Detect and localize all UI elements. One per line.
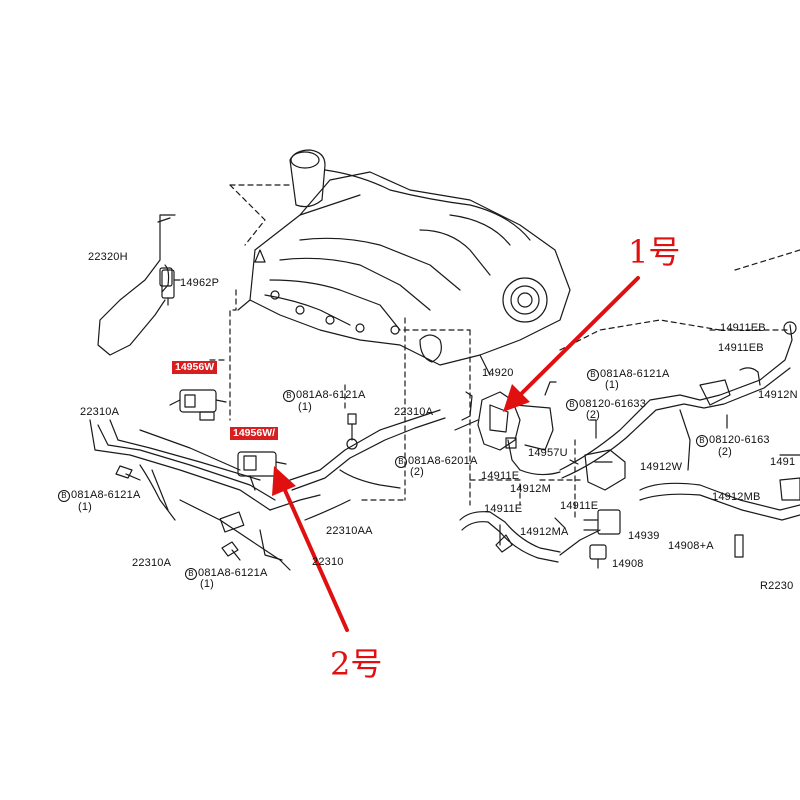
purge-valve-1 [454,391,561,476]
label-14912N: 14912N [758,389,798,401]
label-14912M: 14912M [510,483,551,495]
highlight-label-14956W-upper: 14956W [172,361,218,374]
label-22310AA: 22310AA [326,525,373,537]
label-14911E-c: 14911E [560,500,599,512]
bolt-symbol: B [696,435,708,447]
bolts-left [115,413,358,561]
label-14911E-b: 14911E [484,503,523,515]
bolt-qty-r2: (2) [586,409,601,421]
highlight-label-14956W-lower: 14956W/ [230,427,279,440]
bolt-symbol: B [395,456,407,468]
label-14911E-a: 14911E [481,470,520,482]
label-22320H: 22320H [88,251,128,263]
bolt-qty-left: (1) [78,501,93,513]
right-brackets [495,321,800,569]
bolt-symbol: B [587,369,599,381]
callout-arrow-2 [272,466,349,632]
label-14920: 14920 [482,367,514,379]
label-ref-code: R2230 [760,580,794,592]
label-14962P: 14962P [180,277,220,289]
bolt-qty-mid: (1) [298,401,313,413]
bolt-symbol: B [283,390,295,402]
label-14908: 14908 [612,558,644,570]
bolt-qty-r3: (2) [718,446,733,458]
label-14911EB-1: 14911EB [720,322,766,334]
bolt-symbol: B [58,490,70,502]
intake-manifold [237,149,571,376]
reference-lines [209,184,800,521]
bolt-qty-bottom: (1) [200,578,215,590]
label-14912MA: 14912MA [520,526,569,538]
label-1491-edge: 1491 [770,456,796,468]
label-22310A-left: 22310A [80,406,120,418]
valve-14962P [161,269,181,306]
solenoid-valve-upper [169,389,227,421]
label-14911EB-2: 14911EB [718,342,764,354]
callout-arrow-1 [503,276,640,412]
label-14957U: 14957U [528,447,568,459]
callout-2: 2号 [330,645,383,683]
bolt-symbol: B [185,568,197,580]
label-22310A-bottom: 22310A [132,557,172,569]
bolt-qty-mid2: (2) [410,466,425,478]
label-14908A: 14908+A [668,540,714,552]
label-14912W: 14912W [640,461,683,473]
label-22310: 22310 [312,556,344,568]
label-14912MB: 14912MB [712,491,761,503]
label-14939: 14939 [628,530,660,542]
label-22310A-mid: 22310A [394,406,434,418]
bolt-qty-r1: (1) [605,379,620,391]
bolt-symbol: B [566,399,578,411]
left-hoses [89,214,446,571]
callout-1: 1号 [628,233,681,271]
solenoid-valve-lower [219,451,287,533]
